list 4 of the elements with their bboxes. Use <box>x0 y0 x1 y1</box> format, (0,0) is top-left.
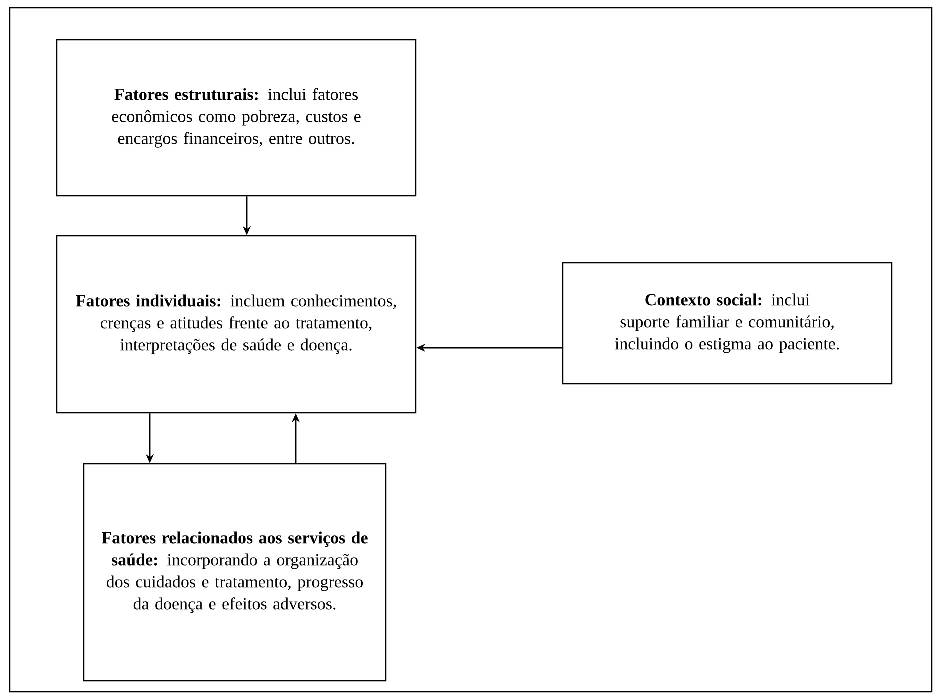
text-box: Contexto social: inclui suporte familiar e comunitário, incluindo o estigma ao paciente. <box>562 262 893 385</box>
text-box: Fatores relacionados aos serviços de saúde: incorporando a organização dos cuidados e tratamento, progresso da doença e efeitos adversos. <box>83 463 387 682</box>
text-box: Fatores individuais: incluem conhecimentos, crenças e atitudes frente ao tratamento, interpretações de saúde e doença. <box>56 235 417 414</box>
text-box: Fatores estruturais: inclui fatores econômicos como pobreza, custos e encargos financeiros, entre outros. <box>56 39 417 197</box>
